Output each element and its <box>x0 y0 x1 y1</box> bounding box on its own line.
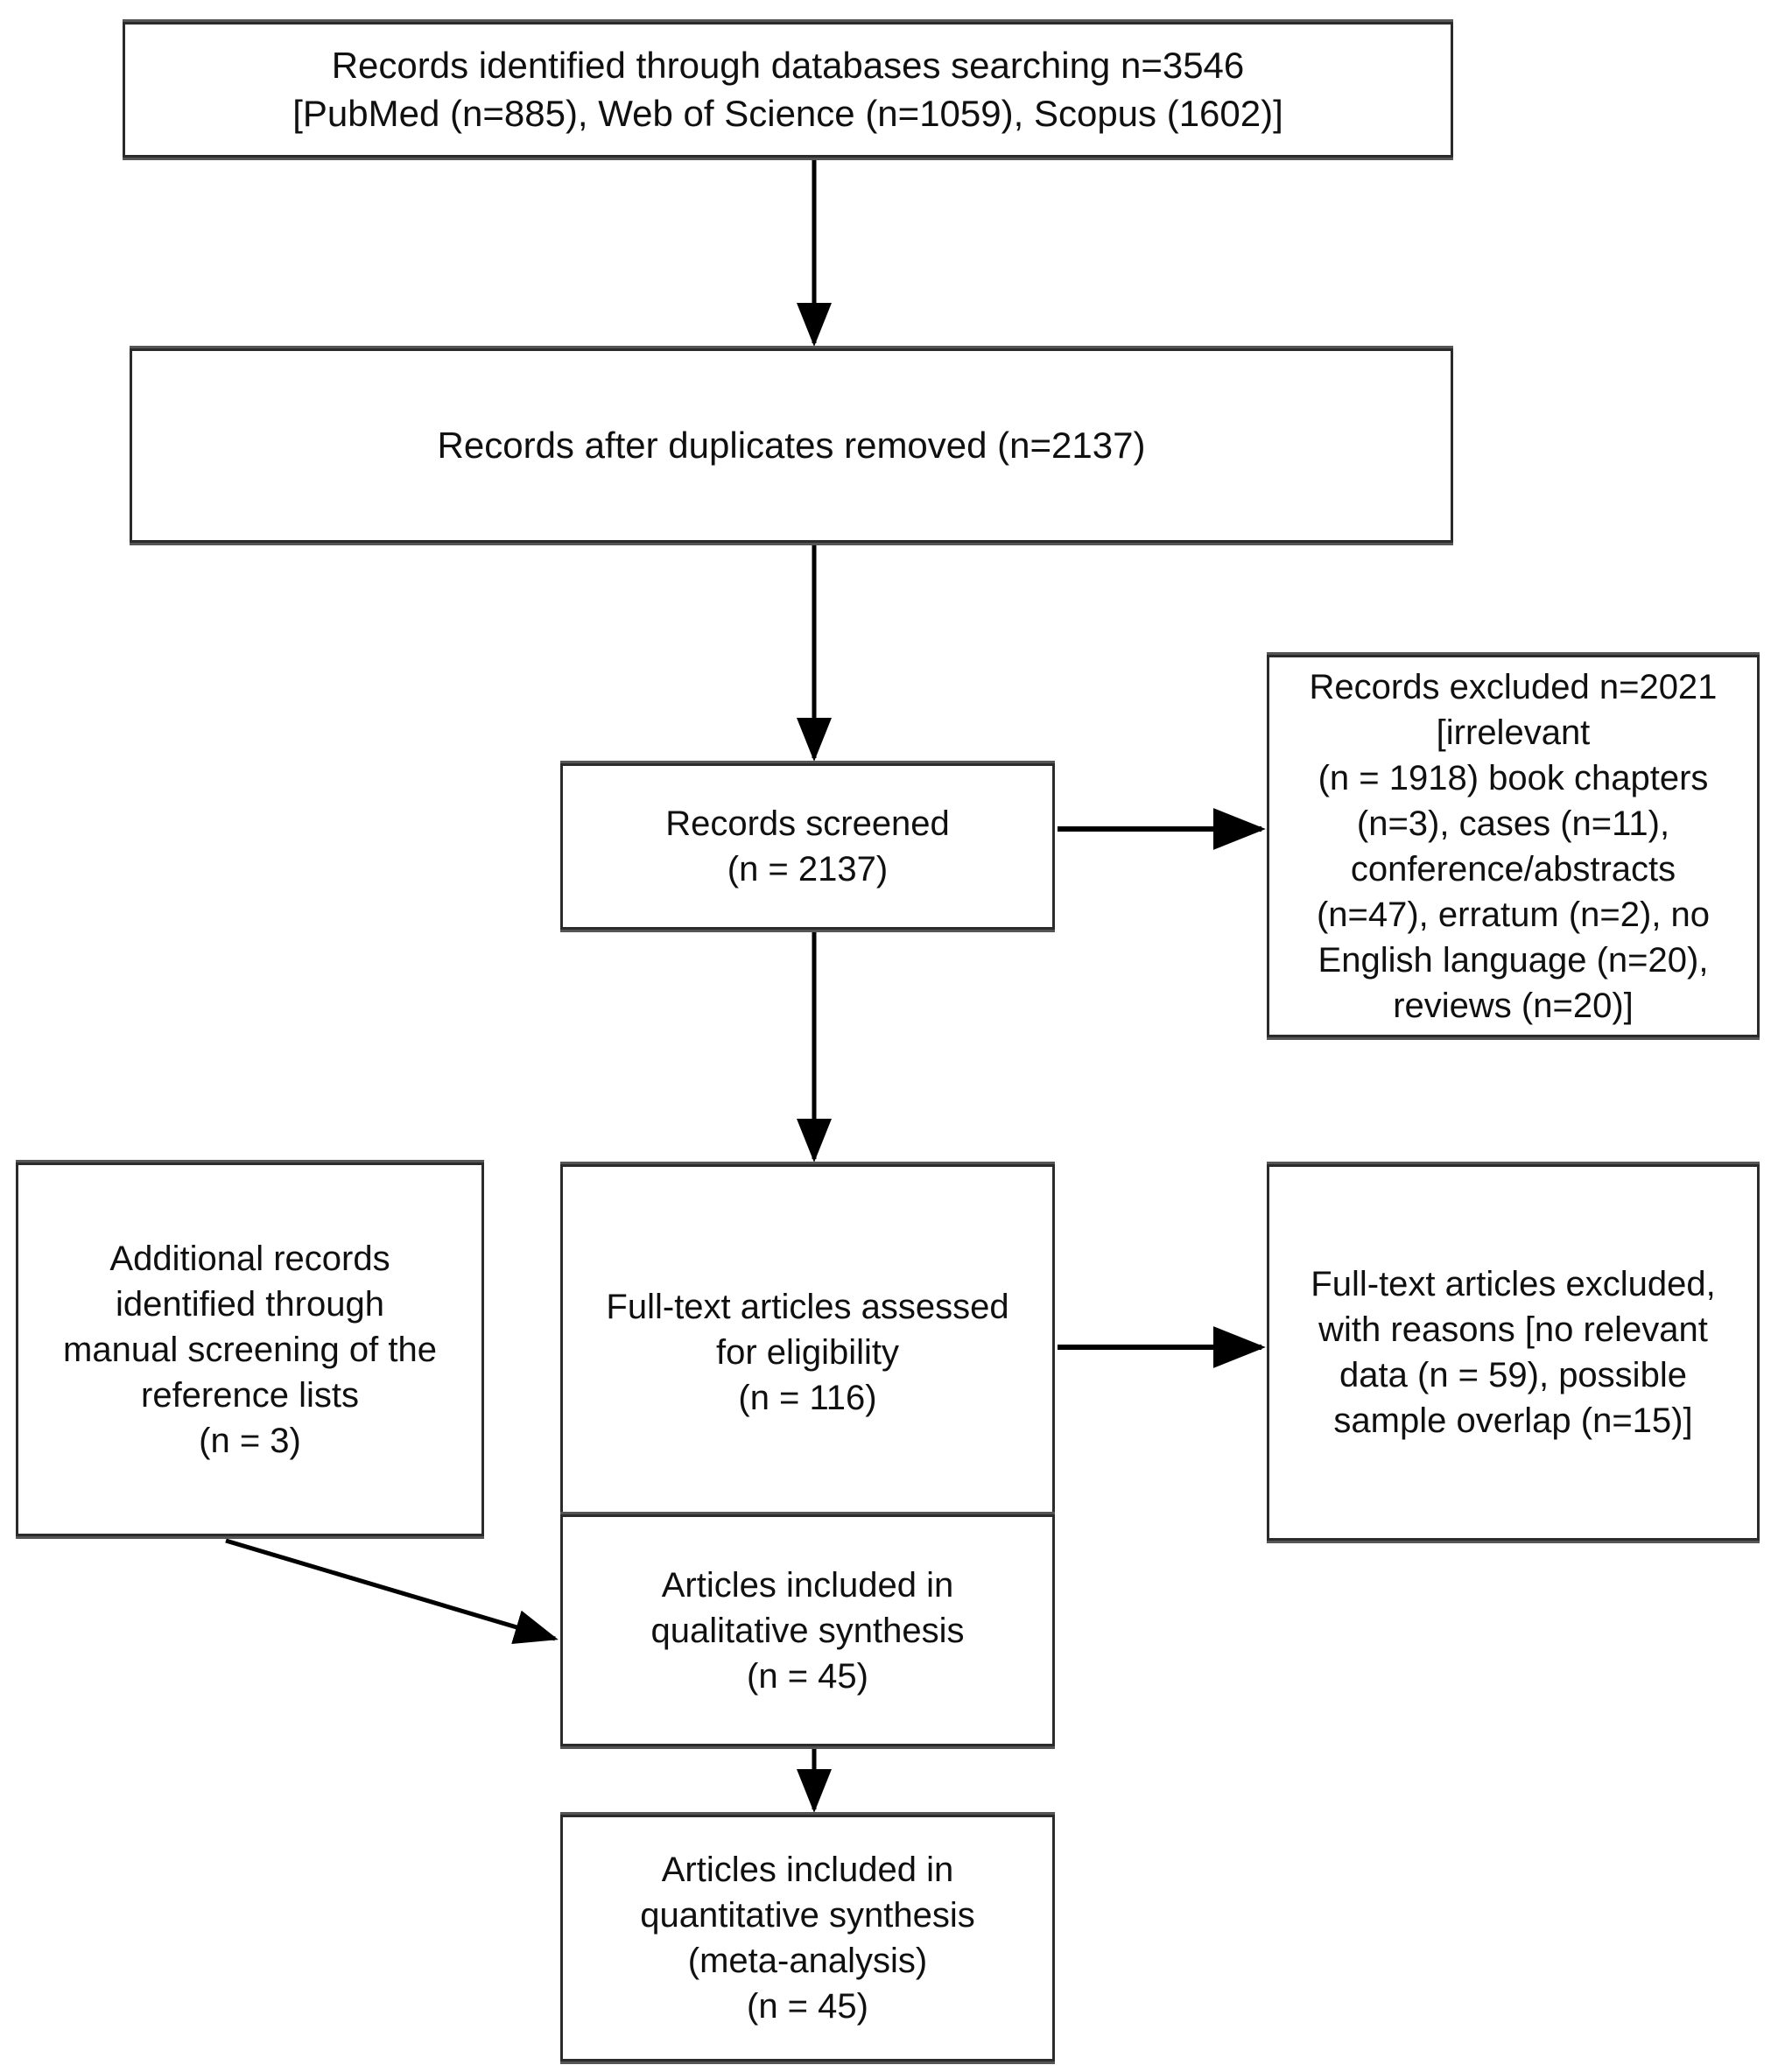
records-after-duplicates-text: Records after duplicates removed (n=2137… <box>437 424 1146 466</box>
records-identified-box: Records identified through databases sea… <box>123 19 1453 160</box>
full-text-assessed-box: Full-text articles assessed for eligibil… <box>560 1162 1055 1543</box>
records-screened-box: Records screened (n = 2137) <box>560 761 1055 932</box>
records-excluded-box: Records excluded n=2021 [irrelevant (n =… <box>1267 652 1760 1040</box>
records-after-duplicates-box: Records after duplicates removed (n=2137… <box>130 346 1453 545</box>
full-text-excluded-box: Full-text articles excluded, with reason… <box>1267 1162 1760 1543</box>
additional-records-text: Additional records identified through ma… <box>63 1239 437 1460</box>
qualitative-synthesis-box: Articles included in qualitative synthes… <box>560 1512 1055 1749</box>
quantitative-synthesis-text: Articles included in quantitative synthe… <box>640 1851 975 2026</box>
records-excluded-text: Records excluded n=2021 [irrelevant (n =… <box>1309 667 1718 1025</box>
arrow-additional-to-qualitative <box>225 1538 559 1645</box>
full-text-excluded-text: Full-text articles excluded, with reason… <box>1311 1265 1716 1440</box>
full-text-assessed-text: Full-text articles assessed for eligibil… <box>606 1288 1009 1417</box>
quantitative-synthesis-box: Articles included in quantitative synthe… <box>560 1812 1055 2064</box>
records-screened-text: Records screened (n = 2137) <box>665 804 950 889</box>
records-identified-text: Records identified through databases sea… <box>292 44 1283 134</box>
qualitative-synthesis-text: Articles included in qualitative synthes… <box>650 1565 965 1696</box>
additional-records-box: Additional records identified through ma… <box>16 1160 484 1539</box>
